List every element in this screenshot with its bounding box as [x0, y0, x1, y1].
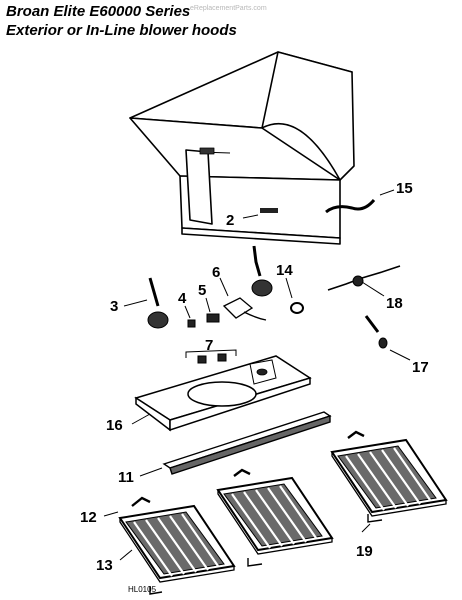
- part-4-switch: [184, 305, 196, 328]
- drawing-code: HL0105: [128, 585, 157, 594]
- part-label-14: 14: [276, 262, 293, 279]
- lamp-socket-right: [251, 245, 273, 297]
- part-7-switch-set: [185, 349, 237, 364]
- part-17-thermal-switch: [364, 315, 411, 361]
- part-label-18: 18: [386, 295, 403, 312]
- part-label-19: 19: [356, 543, 373, 560]
- part-6-wiring-bracket: [219, 277, 267, 321]
- part-label-15: 15: [396, 180, 413, 197]
- part-label-12: 12: [80, 509, 97, 526]
- part-label-11: 11: [118, 469, 134, 486]
- part-label-2: 2: [226, 212, 234, 229]
- grease-filter-middle: [216, 468, 334, 567]
- part-16-blower-plate: [131, 355, 312, 432]
- part-13-grease-filter-left: [118, 504, 236, 595]
- part-label-16: 16: [106, 417, 123, 434]
- range-hood-body: [129, 51, 355, 245]
- part-number-labels: 2 3 4 5 6 7 11 12 13 14 15 16 17 18 19: [80, 180, 429, 574]
- part-label-5: 5: [198, 282, 206, 299]
- part-label-17: 17: [412, 359, 429, 376]
- diagram-title: Broan Elite E60000 Series: [6, 3, 191, 20]
- part-label-7: 7: [205, 337, 213, 354]
- part-3-lamp-socket: [123, 277, 169, 329]
- part-15-power-cord: [325, 189, 395, 214]
- part-2-light-clip: [242, 208, 278, 219]
- part-label-4: 4: [178, 290, 187, 307]
- part-18-wire-harness: [327, 265, 401, 297]
- diagram-subtitle: Exterior or In-Line blower hoods: [6, 22, 237, 39]
- part-label-6: 6: [212, 264, 220, 281]
- part-12-filter-handle: [103, 496, 151, 517]
- part-11-trim-strip: [139, 411, 332, 477]
- watermark: eReplacementParts.com: [190, 5, 267, 12]
- part-label-13: 13: [96, 557, 113, 574]
- part-5-connector: [205, 297, 220, 323]
- part-14-grommet: [285, 277, 304, 314]
- part-19-grease-filter-right: [330, 430, 448, 533]
- part-label-3: 3: [110, 298, 118, 315]
